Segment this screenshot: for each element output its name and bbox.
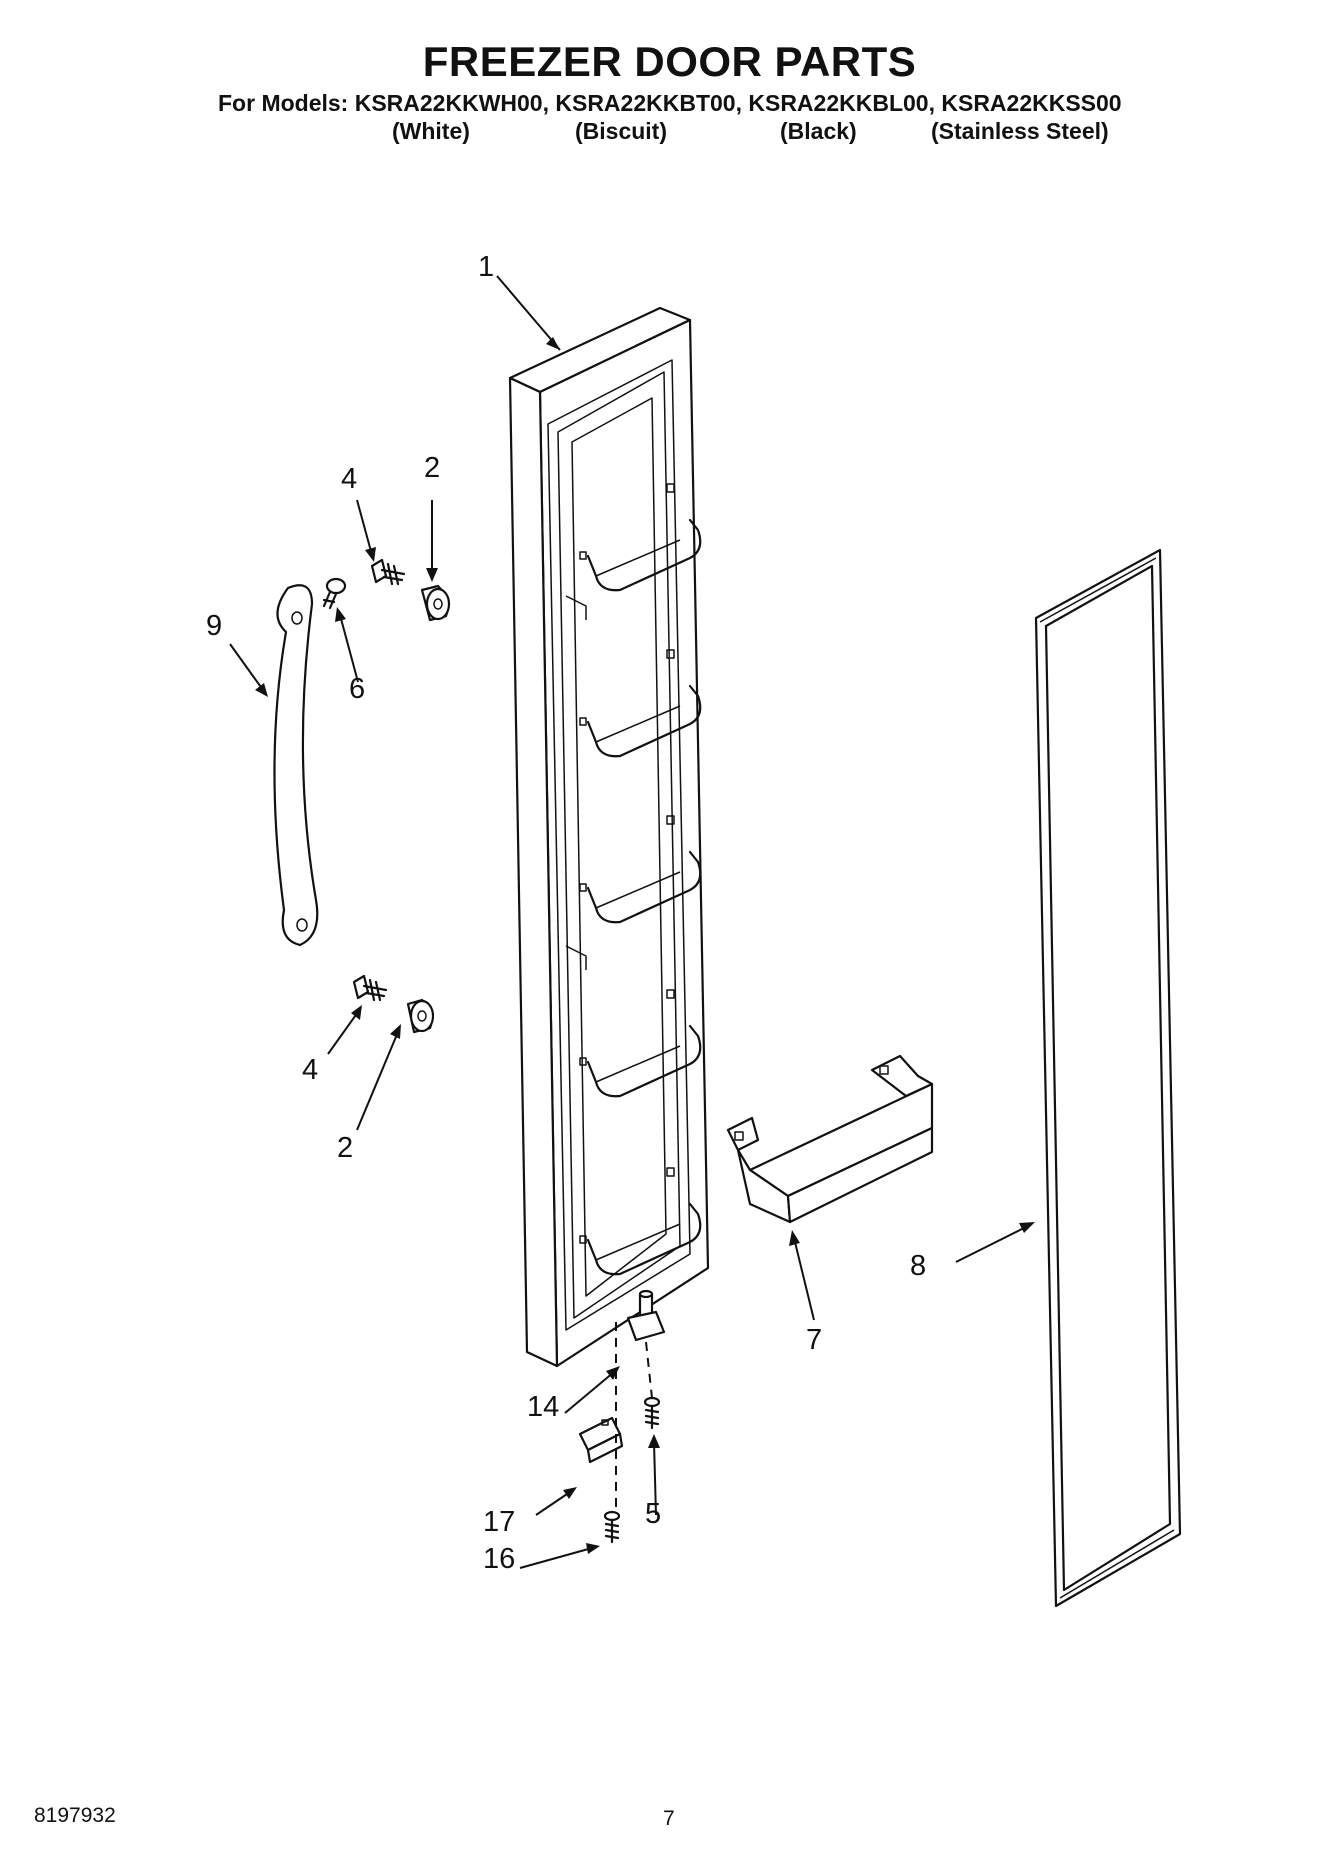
page-title: FREEZER DOOR PARTS bbox=[422, 38, 917, 85]
door-hinge-bushing bbox=[626, 1289, 666, 1342]
variant-white: (White) bbox=[392, 118, 470, 144]
door-bin-3 bbox=[586, 850, 702, 924]
callout-1-door-assembly: 1 bbox=[478, 251, 495, 283]
callout-17-door-stop: 17 bbox=[483, 1506, 516, 1538]
callout-8-door-gasket: 8 bbox=[910, 1250, 927, 1282]
callout-2-spacer-upper: 2 bbox=[424, 452, 441, 484]
handle-screw-upper bbox=[370, 558, 406, 586]
door-stop bbox=[578, 1416, 624, 1464]
door-stop-screw bbox=[603, 1510, 621, 1544]
callout-14-hinge-bushing: 14 bbox=[527, 1391, 560, 1423]
callout-9-door-handle: 9 bbox=[206, 610, 223, 642]
leader-arrows bbox=[229, 275, 1035, 1569]
screw-axis-line bbox=[645, 1341, 653, 1399]
callout-5-hinge-screw: 5 bbox=[645, 1498, 662, 1530]
door-bin-1 bbox=[586, 518, 702, 592]
hinge-screw bbox=[643, 1396, 661, 1430]
door-bin-2 bbox=[586, 684, 702, 758]
callout-6-handle-end-screw: 6 bbox=[349, 673, 366, 705]
freezer-door-assembly bbox=[508, 306, 710, 1368]
variant-black: (Black) bbox=[780, 118, 857, 144]
door-handle bbox=[273, 584, 319, 947]
bin-clips bbox=[579, 483, 675, 1244]
handle-screw-lower bbox=[352, 974, 388, 1002]
handle-end-screw bbox=[322, 577, 347, 610]
door-bin-5 bbox=[586, 1202, 702, 1276]
door-shelf bbox=[726, 1054, 934, 1224]
callout-4-screw-lower: 4 bbox=[302, 1054, 319, 1086]
door-bin-4 bbox=[586, 1024, 702, 1098]
callout-16-door-stop-screw: 16 bbox=[483, 1543, 516, 1575]
callout-2-spacer-lower: 2 bbox=[337, 1132, 354, 1164]
variant-stainless-steel: (Stainless Steel) bbox=[931, 118, 1109, 144]
door-handle-spacer-lower bbox=[406, 998, 435, 1034]
callout-4-screw-upper: 4 bbox=[341, 463, 358, 495]
door-gasket bbox=[1034, 548, 1182, 1608]
page-number: 7 bbox=[663, 1807, 675, 1830]
document-number: 8197932 bbox=[34, 1804, 116, 1827]
door-handle-spacer-upper bbox=[420, 584, 451, 622]
variant-biscuit: (Biscuit) bbox=[575, 118, 667, 144]
models-line: For Models: KSRA22KKWH00, KSRA22KKBT00, … bbox=[218, 90, 1122, 116]
callout-7-door-shelf: 7 bbox=[806, 1324, 823, 1356]
